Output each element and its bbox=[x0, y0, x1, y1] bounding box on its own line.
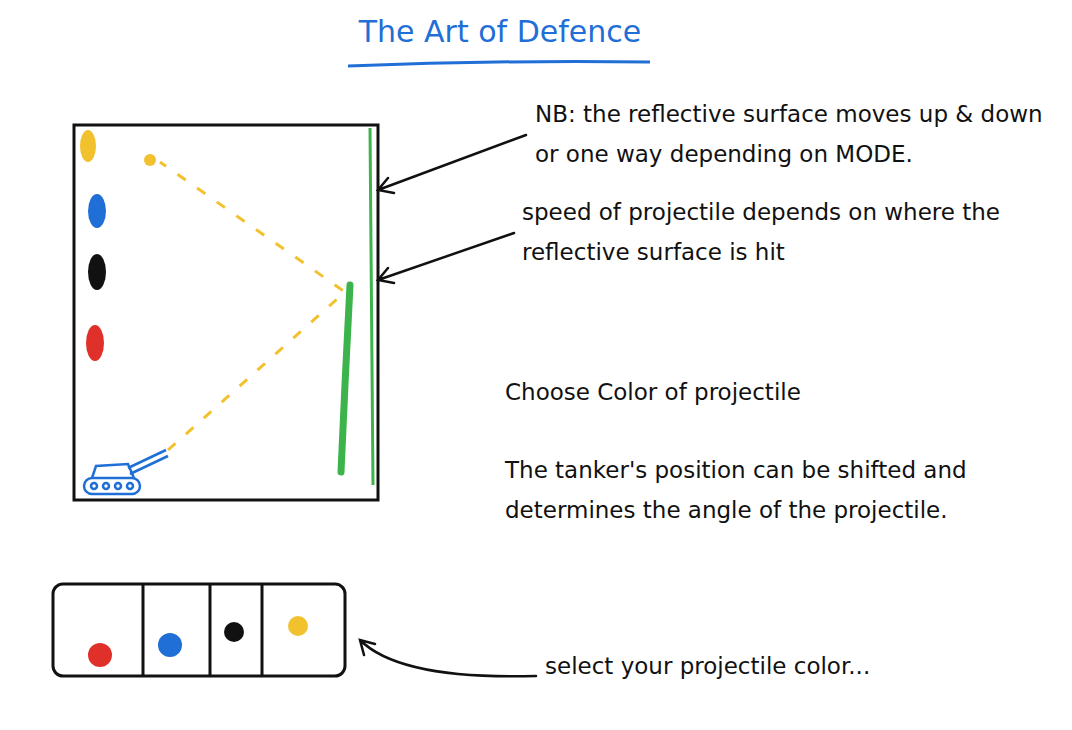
note-text: Choose Color of projectile bbox=[505, 372, 985, 412]
note-text: select your projectile color... bbox=[545, 646, 1045, 686]
swatch-red bbox=[88, 643, 112, 667]
note-text: NB: the reflective surface moves up & do… bbox=[535, 94, 1055, 175]
swatch-yellow bbox=[288, 616, 308, 636]
title-underline bbox=[348, 62, 650, 67]
target-red bbox=[86, 325, 104, 361]
target-blue bbox=[88, 194, 106, 228]
leader-arrow bbox=[360, 135, 536, 676]
projectile bbox=[144, 154, 156, 166]
page-title: The Art of Defence bbox=[359, 14, 641, 49]
target-yellow bbox=[80, 130, 96, 162]
game-board bbox=[74, 125, 378, 500]
color-selector bbox=[53, 584, 345, 676]
note-text: speed of projectile depends on where the… bbox=[522, 192, 1052, 273]
swatch-black bbox=[224, 622, 244, 642]
target-black bbox=[88, 254, 106, 290]
selector-divider bbox=[143, 584, 262, 676]
note-text: The tanker's position can be shifted and… bbox=[505, 450, 1025, 531]
swatch-blue bbox=[158, 633, 182, 657]
projectile-path bbox=[160, 162, 345, 450]
tank bbox=[84, 450, 168, 494]
reflective-surface-hit bbox=[341, 285, 350, 472]
reflective-surface bbox=[370, 128, 373, 485]
